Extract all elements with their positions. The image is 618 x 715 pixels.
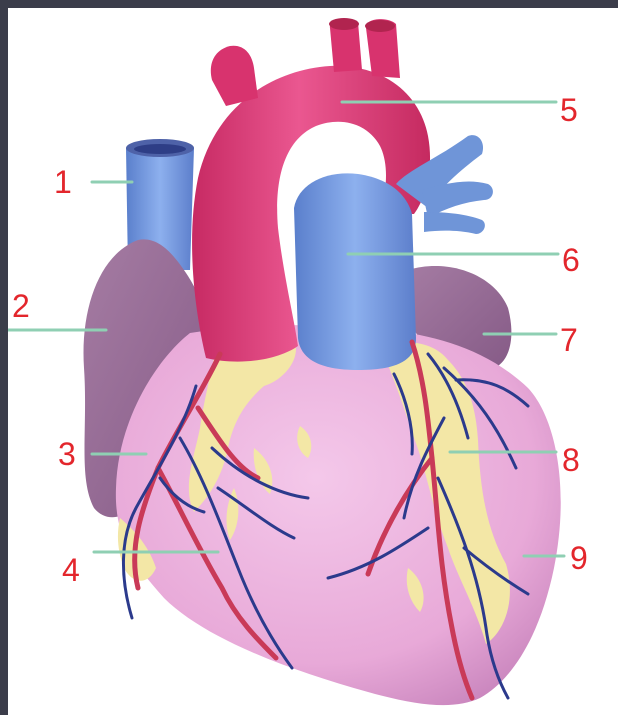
label-3: 3 <box>58 438 76 470</box>
label-9: 9 <box>570 542 588 574</box>
label-2: 2 <box>12 290 30 322</box>
label-8: 8 <box>562 444 580 476</box>
label-1: 1 <box>54 166 72 198</box>
label-6: 6 <box>562 244 580 276</box>
label-5: 5 <box>560 94 578 126</box>
label-7: 7 <box>560 324 578 356</box>
heart-illustration <box>8 8 618 715</box>
heart-diagram-stage: 1 2 3 4 5 6 7 8 9 <box>8 8 618 715</box>
label-4: 4 <box>62 554 80 586</box>
